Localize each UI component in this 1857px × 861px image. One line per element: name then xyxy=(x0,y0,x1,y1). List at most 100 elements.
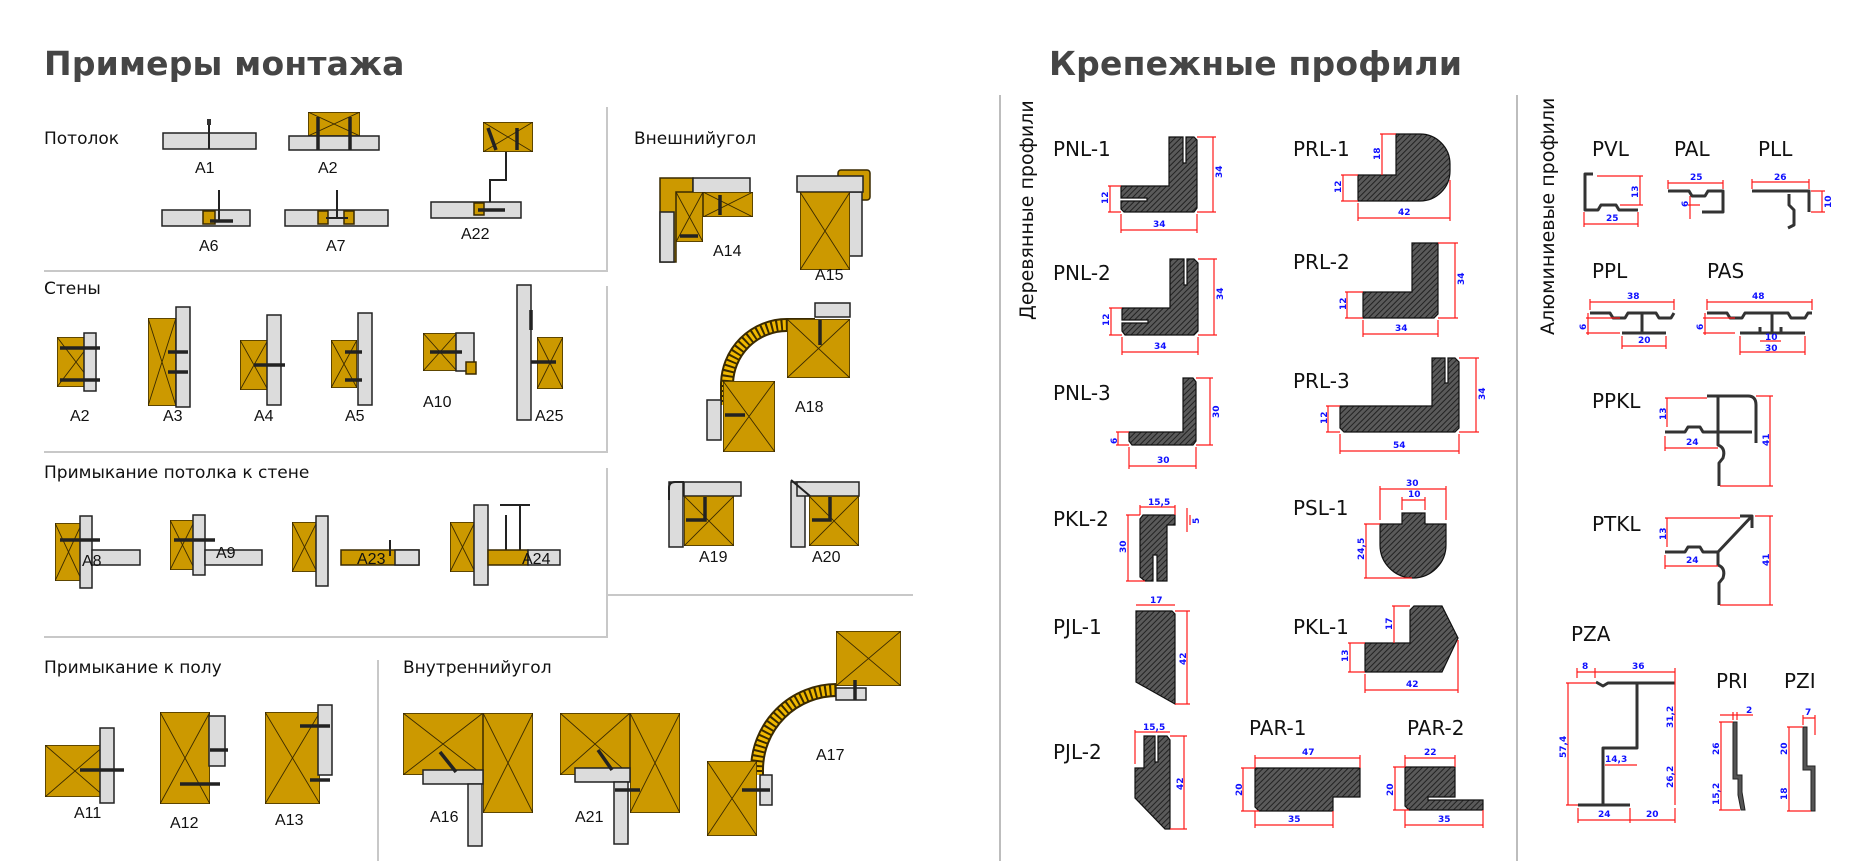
svg-text:5: 5 xyxy=(1192,518,1202,524)
svg-text:26: 26 xyxy=(1774,173,1787,183)
caption-a1: A1 xyxy=(195,160,215,177)
drawing-ceiling-wall-a23 xyxy=(292,515,420,587)
profile-prl-1-drawing: 18 12 42 xyxy=(1334,133,1451,221)
caption-a8: A8 xyxy=(82,553,102,570)
drawing-outer-corner-a19 xyxy=(668,481,742,548)
svg-text:35: 35 xyxy=(1288,815,1301,825)
profile-pjl-1-drawing: 17 42 xyxy=(1135,596,1190,706)
svg-text:42: 42 xyxy=(1398,208,1411,218)
aluminum-profiles-label: Алюминиевые профили xyxy=(1537,97,1559,335)
svg-text:18: 18 xyxy=(1780,787,1790,800)
svg-text:42: 42 xyxy=(1179,652,1189,665)
svg-text:31,2: 31,2 xyxy=(1666,706,1676,728)
drawing-walls-a2 xyxy=(57,332,100,392)
svg-text:8: 8 xyxy=(1582,662,1588,672)
drawing-floor-a13 xyxy=(265,704,333,804)
caption-a6: A6 xyxy=(199,238,219,255)
svg-text:10: 10 xyxy=(1765,333,1778,343)
svg-text:41: 41 xyxy=(1762,433,1772,446)
svg-text:17: 17 xyxy=(1150,596,1163,606)
caption-a12: A12 xyxy=(170,815,199,832)
profile-ppkl-drawing: 13 24 41 xyxy=(1659,394,1773,487)
drawing-floor-a12 xyxy=(160,712,228,804)
svg-text:22: 22 xyxy=(1424,748,1437,758)
wood-profiles-label: Деревянные профили xyxy=(1016,100,1038,320)
caption-a21: A21 xyxy=(575,809,604,826)
caption-walls-a2: A2 xyxy=(70,408,90,425)
svg-text:18: 18 xyxy=(1373,147,1383,160)
section-label-outer-corner: Внешнийугол xyxy=(634,129,757,149)
drawing-ceiling-a7 xyxy=(284,190,389,227)
profile-name-pnl-2: PNL-2 xyxy=(1053,261,1111,285)
profile-pas-drawing: 48 6 10 30 xyxy=(1696,292,1813,355)
drawing-walls-a5 xyxy=(331,312,373,406)
profiles-title: Крепежные профили xyxy=(1049,44,1463,83)
svg-text:6: 6 xyxy=(1696,324,1706,330)
profile-name-pkl-1: PKL-1 xyxy=(1293,615,1349,639)
caption-a18: A18 xyxy=(795,399,824,416)
profile-pnl-3-drawing: 30 6 30 xyxy=(1110,377,1222,469)
svg-text:20: 20 xyxy=(1638,336,1651,346)
profile-name-pjl-2: PJL-2 xyxy=(1053,740,1102,764)
caption-a19: A19 xyxy=(699,549,728,566)
profile-name-ptkl: PTKL xyxy=(1592,512,1641,536)
svg-text:12: 12 xyxy=(1101,191,1111,204)
drawing-inner-corner-a21 xyxy=(560,713,680,845)
svg-text:15,2: 15,2 xyxy=(1712,783,1722,805)
drawing-ceiling-wall-a8 xyxy=(55,515,141,589)
svg-text:42: 42 xyxy=(1176,777,1186,790)
svg-text:47: 47 xyxy=(1302,748,1315,758)
svg-text:20: 20 xyxy=(1780,742,1790,755)
profile-psl-1-drawing: 30 10 24,5 xyxy=(1357,479,1447,579)
caption-a2: A2 xyxy=(318,160,338,177)
caption-a15: A15 xyxy=(815,267,844,284)
profile-name-pkl-2: PKL-2 xyxy=(1053,507,1109,531)
drawing-ceiling-a22 xyxy=(430,122,533,219)
svg-text:6: 6 xyxy=(1579,324,1589,330)
svg-text:20: 20 xyxy=(1235,783,1245,796)
caption-a3: A3 xyxy=(163,408,183,425)
profile-name-prl-3: PRL-3 xyxy=(1293,369,1350,393)
svg-text:35: 35 xyxy=(1438,815,1451,825)
mounting-title: Примеры монтажа xyxy=(44,44,405,83)
profile-pvl-drawing: 13 25 xyxy=(1583,172,1643,227)
caption-a24: A24 xyxy=(522,551,551,568)
drawing-ceiling-a1 xyxy=(162,119,257,150)
svg-text:24: 24 xyxy=(1686,556,1699,566)
svg-text:30: 30 xyxy=(1119,540,1129,553)
profile-name-prl-1: PRL-1 xyxy=(1293,137,1350,161)
profile-name-pal: PAL xyxy=(1674,137,1710,161)
svg-text:6: 6 xyxy=(1681,201,1691,207)
svg-text:14,3: 14,3 xyxy=(1605,755,1627,765)
drawing-walls-a25 xyxy=(516,284,563,421)
svg-text:34: 34 xyxy=(1457,272,1467,285)
caption-a10: A10 xyxy=(423,394,452,411)
svg-text:24: 24 xyxy=(1598,810,1611,820)
section-label-ceiling: Потолок xyxy=(44,129,120,149)
profile-pkl-2-drawing: 15,5 5 30 xyxy=(1119,498,1202,582)
svg-text:15,5: 15,5 xyxy=(1143,723,1165,733)
caption-a13: A13 xyxy=(275,812,304,829)
svg-text:34: 34 xyxy=(1215,165,1225,178)
svg-text:34: 34 xyxy=(1216,287,1226,300)
svg-text:34: 34 xyxy=(1478,387,1488,400)
profile-name-ppkl: PPKL xyxy=(1592,389,1641,413)
svg-text:20: 20 xyxy=(1386,783,1396,796)
svg-text:34: 34 xyxy=(1154,342,1167,352)
caption-a16: A16 xyxy=(430,809,459,826)
svg-text:34: 34 xyxy=(1395,324,1408,334)
caption-a7: A7 xyxy=(326,238,346,255)
caption-a17: A17 xyxy=(816,747,845,764)
svg-text:48: 48 xyxy=(1752,292,1765,302)
svg-text:34: 34 xyxy=(1153,220,1166,230)
svg-text:36: 36 xyxy=(1632,662,1645,672)
profile-ptkl-drawing: 13 24 41 xyxy=(1659,514,1773,606)
section-label-floor: Примыкание к полу xyxy=(44,658,222,678)
profile-prl-2-drawing: 34 12 34 xyxy=(1339,242,1467,337)
profile-name-pnl-1: PNL-1 xyxy=(1053,137,1111,161)
svg-text:30: 30 xyxy=(1765,344,1778,354)
drawing-walls-a3 xyxy=(148,306,191,408)
svg-text:10: 10 xyxy=(1824,195,1834,208)
svg-text:30: 30 xyxy=(1212,405,1222,418)
